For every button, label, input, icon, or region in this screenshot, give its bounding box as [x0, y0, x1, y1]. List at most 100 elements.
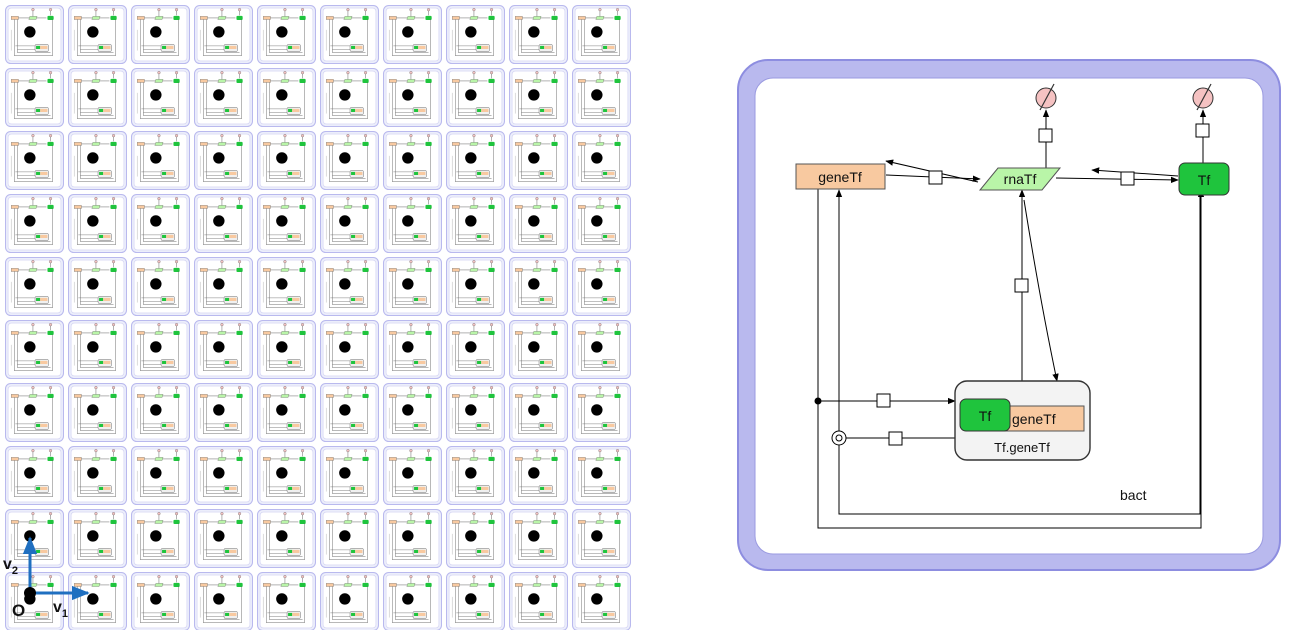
sink-tf: [1192, 83, 1214, 111]
mini-tile: [509, 383, 568, 442]
mini-tile: [446, 572, 505, 630]
mini-tile: [320, 194, 379, 253]
mini-tile: [68, 383, 127, 442]
mini-tile: [320, 320, 379, 379]
complex-transcription-process: [1014, 278, 1029, 293]
mini-tile: [383, 572, 442, 630]
mini-tile: [320, 257, 379, 316]
sink-rna: [1035, 83, 1057, 111]
mini-tile: [68, 5, 127, 64]
mini-tile: [383, 131, 442, 190]
mini-tile: [509, 572, 568, 630]
tf-degradation-process: [1195, 123, 1210, 138]
mini-tile: [194, 131, 253, 190]
mini-tile: [572, 509, 631, 568]
v1-letter: v: [53, 599, 62, 616]
v2-label: v2: [3, 556, 18, 577]
gene-loop-edge: [817, 189, 1205, 529]
mini-tile: [509, 131, 568, 190]
mini-tile: [320, 383, 379, 442]
mini-tile: [194, 509, 253, 568]
mini-tile: [572, 68, 631, 127]
basis-vectors: O v1 v2: [3, 536, 90, 620]
mini-tile: [509, 446, 568, 505]
compartment-inner: [754, 77, 1264, 555]
mini-tile: [383, 5, 442, 64]
species-rnatf: [978, 167, 1062, 191]
mini-tile: [194, 68, 253, 127]
mini-tile: [383, 383, 442, 442]
mini-tile: [5, 257, 64, 316]
dissociation-node-inner: [835, 434, 843, 442]
species-rnatf-label: rnaTf: [1004, 171, 1037, 187]
mini-tile: [320, 131, 379, 190]
mini-tile: [446, 320, 505, 379]
mini-tile: [446, 509, 505, 568]
transcription-process: [928, 170, 943, 185]
mini-tile: [320, 5, 379, 64]
mini-tile: [194, 194, 253, 253]
mini-tile: [509, 257, 568, 316]
tile-grid: [5, 5, 631, 630]
complex-part-tf: [959, 398, 1011, 432]
mini-tile: [572, 5, 631, 64]
mini-tile: [5, 446, 64, 505]
mini-tile: [320, 509, 379, 568]
mini-tile: [5, 509, 64, 568]
mini-tile: [383, 257, 442, 316]
mini-tile: [509, 5, 568, 64]
mini-tile: [572, 131, 631, 190]
mini-tile: [257, 572, 316, 630]
v2-subscript: 2: [12, 565, 18, 577]
mini-tile: [572, 446, 631, 505]
complex-label: Tf.geneTf: [994, 440, 1050, 455]
mini-tile: [257, 194, 316, 253]
mini-tile: [131, 572, 190, 630]
mini-tile: [509, 509, 568, 568]
origin-label: O: [12, 601, 25, 620]
unbinding-process: [888, 431, 903, 446]
mini-tile: [194, 320, 253, 379]
mini-tile: [131, 320, 190, 379]
mini-tile: [131, 509, 190, 568]
mini-tile: [446, 257, 505, 316]
mini-tile: [257, 383, 316, 442]
mini-tile: [257, 446, 316, 505]
mini-tile: [5, 383, 64, 442]
mini-tile: [257, 5, 316, 64]
mini-tile: [68, 446, 127, 505]
mini-tile: [572, 383, 631, 442]
translation-edge-b: [1091, 167, 1179, 177]
mini-tile: [257, 509, 316, 568]
tf-loop-edge: [835, 189, 1201, 515]
binding-process: [876, 393, 891, 408]
mini-tile: [68, 194, 127, 253]
mini-tile: [446, 194, 505, 253]
mini-tile: [509, 194, 568, 253]
mini-tile: [383, 68, 442, 127]
mini-tile: [446, 446, 505, 505]
mini-tile: [446, 5, 505, 64]
mini-tile: [68, 320, 127, 379]
mini-tile: [131, 194, 190, 253]
mini-tile: [68, 257, 127, 316]
origin-point: [24, 587, 36, 599]
species-genetf: [795, 163, 886, 190]
reaction-diagram: bact: [737, 59, 1281, 571]
species-tf: [1178, 162, 1230, 196]
translation-process: [1120, 171, 1135, 186]
mini-tile: [5, 131, 64, 190]
mini-tile: [383, 446, 442, 505]
mini-tile: [446, 131, 505, 190]
sink-tf-slash: [1196, 83, 1212, 111]
mini-tile: [131, 68, 190, 127]
mini-tile: [572, 320, 631, 379]
mini-tile: [131, 131, 190, 190]
v1-label: v1: [53, 599, 68, 620]
mini-tile: [509, 68, 568, 127]
mini-tile: [509, 320, 568, 379]
mini-tile: [257, 320, 316, 379]
complex-transcription-return: [1023, 199, 1059, 382]
mini-tile: [257, 131, 316, 190]
mini-tile: [383, 509, 442, 568]
